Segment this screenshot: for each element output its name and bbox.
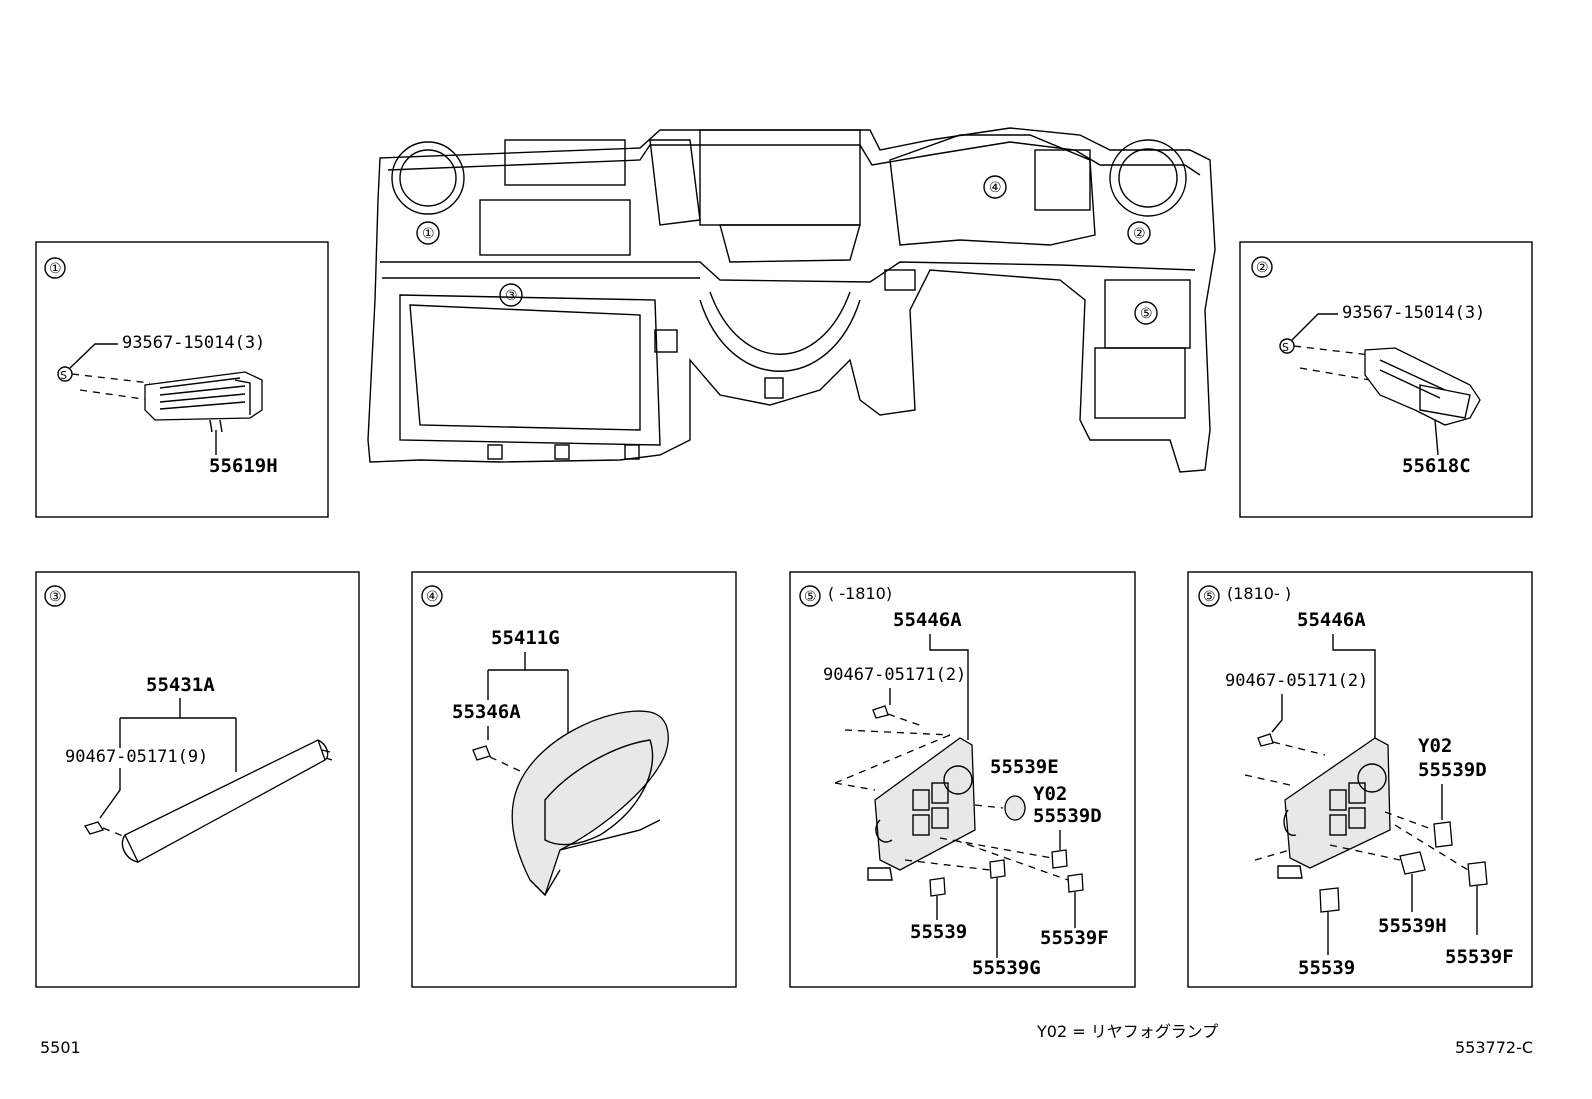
part-label-55346A: 55346A bbox=[452, 701, 521, 723]
panel-3-marker: ③ bbox=[49, 589, 62, 605]
panel-3: ③ 55431A 90467-05171(9) bbox=[35, 571, 360, 988]
part-label-55539H: 55539H bbox=[1378, 915, 1447, 937]
part-label-55539E: 55539E bbox=[990, 756, 1059, 778]
clip-90467 bbox=[872, 705, 889, 719]
part-label-55539-b: 55539 bbox=[1298, 957, 1355, 979]
panel-5b-marker: ⑤ bbox=[1203, 589, 1216, 605]
callout-2-circle bbox=[1127, 221, 1151, 245]
switch-bezel-55446A-b bbox=[1284, 737, 1391, 869]
callout-5: ⑤ bbox=[1140, 306, 1153, 322]
panel-5b-range: (1810- ) bbox=[1227, 584, 1291, 603]
svg-text:S: S bbox=[1282, 341, 1289, 354]
callout-4-circle bbox=[983, 175, 1007, 199]
part-label-55539G: 55539G bbox=[972, 957, 1041, 979]
meter-hood-55411G bbox=[511, 710, 669, 897]
panel-4: ④ 55411G 55346A bbox=[411, 571, 737, 988]
part-label-55539D-a: 55539D bbox=[1033, 805, 1102, 827]
panel-5b-clip-label: 90467-05171(2) bbox=[1225, 671, 1368, 691]
panel-2: ② 93567-15014(3) S 55618C bbox=[1239, 241, 1533, 518]
clip-90467-b bbox=[1257, 733, 1274, 747]
part-label-55446A: 55446A bbox=[893, 609, 962, 631]
clip-90467 bbox=[84, 821, 104, 835]
callout-1-circle bbox=[416, 221, 440, 245]
panel-5b: ⑤ (1810- ) 55446A 90467-05171(2) Y02 555… bbox=[1187, 571, 1533, 988]
part-label-Y02-b: Y02 bbox=[1418, 735, 1452, 757]
callout-3: ③ bbox=[505, 288, 518, 304]
part-label-55539F-a: 55539F bbox=[1040, 927, 1109, 949]
callout-3-circle bbox=[499, 283, 523, 307]
callout-2: ② bbox=[1133, 226, 1146, 242]
svg-text:S: S bbox=[60, 369, 67, 382]
panel-2-marker: ② bbox=[1256, 260, 1269, 276]
part-label-55411G: 55411G bbox=[491, 627, 560, 649]
switch-55539 bbox=[929, 877, 946, 897]
switch-55539F-b bbox=[1467, 861, 1488, 887]
page-code: 5501 bbox=[40, 1038, 81, 1057]
callout-4: ④ bbox=[989, 180, 1002, 196]
footer-note: Y02 = リヤフォグランプ bbox=[1036, 1022, 1218, 1041]
part-label-55619H: 55619H bbox=[209, 455, 278, 477]
vent-55618C bbox=[1364, 347, 1481, 426]
part-label-55539D-b: 55539D bbox=[1418, 759, 1487, 781]
part-label-55618C: 55618C bbox=[1402, 455, 1471, 477]
panel-2-clip-label: 93567-15014(3) bbox=[1342, 303, 1485, 323]
panel-1: ① 93567-15014(3) S 55619H bbox=[35, 241, 329, 518]
panel-1-marker: ① bbox=[49, 261, 62, 277]
switch-bezel-55446A bbox=[874, 737, 976, 871]
callout-1: ① bbox=[422, 226, 435, 242]
panel-4-marker: ④ bbox=[426, 589, 439, 605]
switch-55539H bbox=[1399, 851, 1426, 875]
callout-5-circle bbox=[1134, 301, 1158, 325]
panel-5a: ⑤ ( -1810) 55446A 90467-05171(2) 55539E … bbox=[789, 571, 1136, 988]
switch-55539D bbox=[1051, 849, 1068, 869]
switch-55539G bbox=[989, 859, 1006, 879]
panel-5a-marker: ⑤ bbox=[804, 589, 817, 605]
switch-55539D-b bbox=[1433, 821, 1453, 848]
part-label-55446A-b: 55446A bbox=[1297, 609, 1366, 631]
panel-5a-clip-label: 90467-05171(2) bbox=[823, 665, 966, 685]
figure-code: 553772-C bbox=[1455, 1038, 1533, 1057]
dashboard-assembly: ① ② ③ ④ ⑤ bbox=[367, 127, 1216, 473]
knob-55539E bbox=[1004, 795, 1026, 821]
part-label-55539-a: 55539 bbox=[910, 921, 967, 943]
panel-1-clip-label: 93567-15014(3) bbox=[122, 333, 265, 353]
part-label-55539F-b: 55539F bbox=[1445, 946, 1514, 968]
switch-55539-b bbox=[1319, 887, 1340, 913]
switch-55539F bbox=[1067, 873, 1084, 893]
part-label-Y02-a: Y02 bbox=[1033, 783, 1067, 805]
panel-5a-range: ( -1810) bbox=[828, 584, 892, 603]
part-label-55431A: 55431A bbox=[146, 674, 215, 696]
panel-3-clip-label: 90467-05171(9) bbox=[65, 747, 208, 767]
vent-55619H bbox=[144, 371, 263, 421]
clip-55346A bbox=[472, 745, 491, 761]
